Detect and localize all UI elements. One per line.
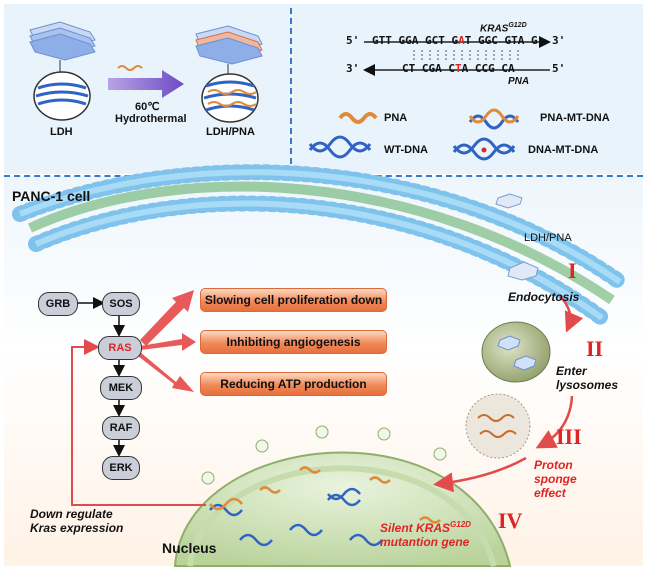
- step-iv: IV: [498, 508, 523, 533]
- legend-icons: [308, 108, 520, 161]
- pathway-arrows: [76, 297, 125, 457]
- top-sequence: GTT GGA GCT GAT GGC GTA G: [372, 34, 538, 47]
- nucleus-icon: [173, 425, 512, 567]
- legend-wt-dna: WT-DNA: [384, 144, 428, 156]
- feedback-arrow: [71, 339, 206, 506]
- effect-atp: Reducing ATP production: [200, 372, 387, 396]
- effect-proliferation: Slowing cell proliferation down: [200, 288, 387, 312]
- pathway-node-raf: RAF: [102, 416, 140, 440]
- process-method: Hydrothermal: [115, 113, 187, 125]
- hydrothermal-arrow: [108, 65, 184, 98]
- step-arrows: [433, 295, 584, 493]
- lysosome-icon: [465, 393, 531, 459]
- legend-pna-mt-dna: PNA-MT-DNA: [540, 112, 610, 124]
- bottom-sequence: CT CGA CTA CCG CA: [402, 62, 515, 75]
- wt-dna-icon: [308, 141, 372, 159]
- ldh-label: LDH: [50, 126, 73, 138]
- step-i: I: [568, 258, 577, 283]
- ldh-pna-particle-icon: [495, 193, 523, 209]
- endosome-icon: [481, 321, 551, 383]
- top-3prime: 3': [552, 34, 566, 47]
- ldh-pna-label: LDH/PNA: [206, 126, 255, 138]
- ldh-pna-particle-label: LDH/PNA: [524, 232, 572, 244]
- top-5prime: 5': [346, 34, 360, 47]
- sequence-strands: [363, 36, 551, 76]
- dna-mt-dna-icon: [452, 143, 516, 161]
- ldh-layers-icon: [29, 21, 96, 121]
- effect-angiogenesis: Inhibiting angiogenesis: [200, 330, 387, 354]
- pathway-node-mek: MEK: [100, 376, 142, 400]
- step-endocytosis: Endocytosis: [508, 290, 580, 304]
- pathway-node-grb: GRB: [38, 292, 78, 316]
- ldh-pna-layers-icon: [195, 25, 263, 123]
- pna-icon: [338, 112, 378, 124]
- step-iii: III: [556, 424, 582, 449]
- bottom-3prime: 3': [346, 62, 360, 75]
- nucleus-label: Nucleus: [162, 540, 217, 556]
- pna-strand-label: PNA: [508, 76, 530, 87]
- dna-fragments: [209, 466, 441, 547]
- ras-effect-arrows: [138, 290, 196, 392]
- pathway-node-erk: ERK: [102, 456, 140, 480]
- gene-label: KRASG12D: [480, 22, 527, 35]
- cell-title: PANC-1 cell: [12, 188, 91, 204]
- pathway-node-ras: RAS: [98, 336, 142, 360]
- pna-mt-dna-icon: [468, 114, 520, 130]
- legend-dna-mt-dna: DNA-MT-DNA: [528, 144, 599, 156]
- ldh-pna-particle-icon: [507, 261, 539, 281]
- legend-pna: PNA: [384, 112, 408, 124]
- step-ii: II: [586, 336, 604, 361]
- bottom-5prime: 5': [552, 62, 566, 75]
- pathway-node-sos: SOS: [102, 292, 140, 316]
- panel-divider-vertical: [290, 8, 292, 174]
- process-temperature: 60℃: [135, 101, 160, 113]
